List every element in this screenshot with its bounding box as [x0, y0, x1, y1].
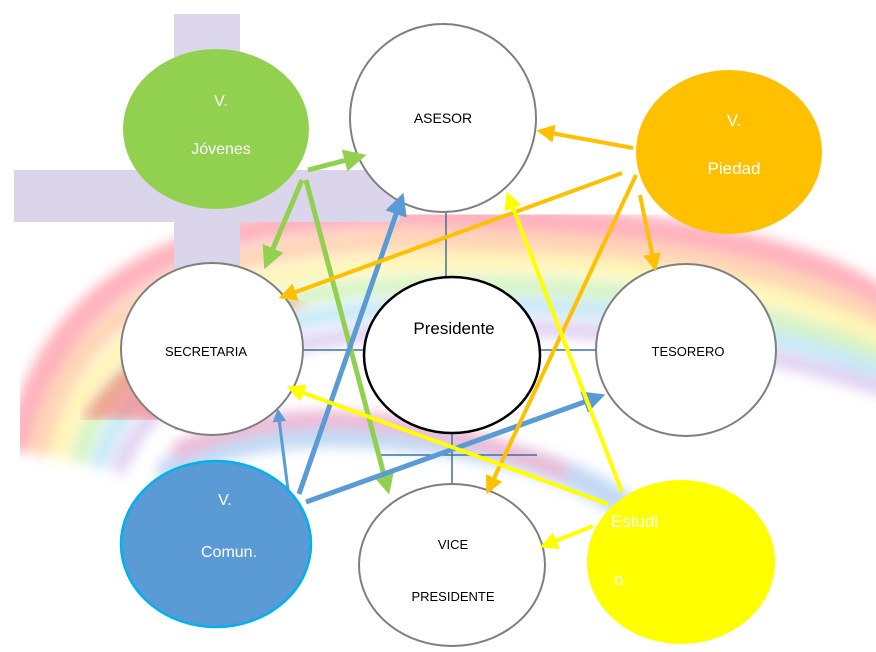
node-v-jovenes-label-line2: Jóvenes	[191, 141, 251, 158]
node-v-comun[interactable]: V. Comun.	[119, 459, 313, 629]
arrow-estudio-to-secretaria	[286, 384, 609, 506]
node-v-jovenes-label-line1: V.	[214, 93, 228, 110]
node-v-comun-label-line1: V.	[218, 492, 232, 509]
arrow-comun-to-secretaria	[272, 408, 290, 491]
connector-lines	[303, 212, 598, 488]
node-v-piedad[interactable]: V. Piedad	[636, 70, 822, 234]
node-vicepresidente-label-line1: VICE	[438, 537, 469, 552]
arrow-jovenes-to-vicepresidente	[303, 179, 395, 495]
node-tesorero[interactable]: TESORERO	[595, 263, 777, 437]
node-presidente[interactable]: Presidente	[362, 275, 542, 435]
node-presidente-label: Presidente	[413, 319, 494, 338]
node-asesor[interactable]: ASESOR	[349, 23, 537, 213]
node-secretaria-label: SECRETARIA	[165, 344, 247, 359]
node-v-comun-label-line2: Comun.	[201, 544, 257, 561]
node-vicepresidente-label-line2: PRESIDENTE	[411, 589, 494, 604]
node-estudio-circle	[587, 480, 775, 644]
node-tesorero-label: TESORERO	[652, 344, 725, 359]
node-tesorero-circle	[595, 263, 777, 437]
node-v-jovenes-circle	[123, 49, 309, 209]
arrow-piedad-to-asesor	[536, 124, 634, 150]
node-secretaria[interactable]: SECRETARIA	[120, 262, 304, 436]
arrows-green	[262, 149, 395, 495]
node-asesor-label: ASESOR	[414, 110, 472, 126]
arrow-piedad-to-secretaria	[278, 171, 623, 301]
node-v-piedad-label-line1: V.	[727, 111, 742, 130]
arrow-piedad-to-tesorero	[638, 194, 661, 272]
node-asesor-circle	[349, 23, 537, 213]
arrow-jovenes-to-secretaria	[262, 179, 305, 270]
arrow-jovenes-to-asesor	[307, 149, 367, 173]
node-v-jovenes[interactable]: V. Jóvenes	[123, 49, 309, 209]
node-v-piedad-label-line2: Piedad	[708, 159, 761, 178]
arrow-comun-to-asesor	[296, 192, 407, 495]
node-presidente-circle	[362, 275, 542, 435]
arrow-estudio-to-asesor	[504, 191, 624, 493]
node-secretaria-circle	[120, 262, 304, 436]
node-v-comun-circle	[119, 459, 313, 629]
node-estudio[interactable]: Estudi o	[587, 480, 775, 644]
node-estudio-label-line2: o	[614, 570, 623, 589]
node-v-piedad-circle	[636, 70, 822, 234]
arrow-estudio-to-vicepresidente	[539, 524, 594, 550]
arrows-yellow	[286, 191, 624, 550]
node-vicepresidente-circle	[358, 483, 546, 647]
node-vicepresidente[interactable]: VICE PRESIDENTE	[358, 483, 546, 647]
node-estudio-label-line1: Estudi	[611, 512, 658, 531]
